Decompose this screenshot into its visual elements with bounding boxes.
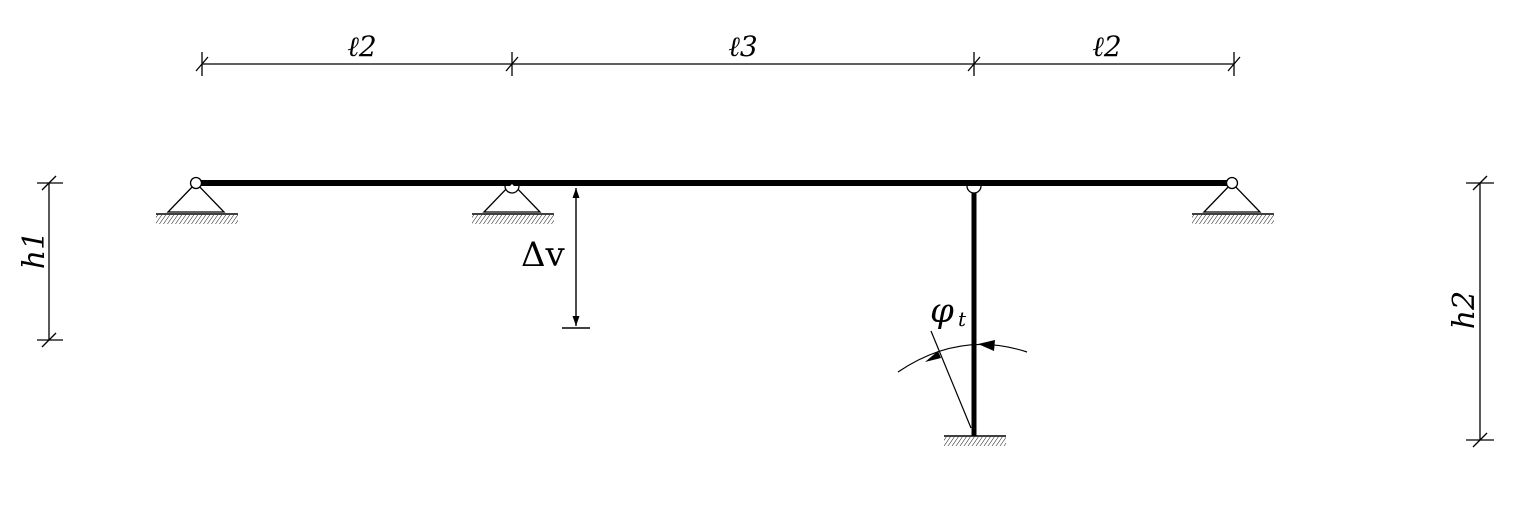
span-left-label: ℓ2 [347,30,376,63]
dim-tick [1227,56,1241,72]
span-middle-label: ℓ3 [728,30,757,63]
span-right-label: ℓ2 [1092,30,1121,63]
hinge-right [1225,176,1239,190]
h2-dimension-line [1466,175,1494,448]
hinge-column-top [966,185,982,194]
rotation-label: φ [930,291,954,331]
rotation-indicator [897,330,1028,429]
middle-support [472,182,554,224]
left-pin-support [156,176,238,224]
h2-label: h2 [1447,291,1482,329]
right-pin-support [1192,176,1274,224]
dim-tick [505,56,519,72]
displacement-text: Δv [521,235,566,275]
h1-dimension-line [37,175,63,348]
dim-tick [967,56,981,72]
h1-label: h1 [17,231,52,269]
displacement-label: Δv [521,235,566,275]
dim-tick [195,56,209,72]
displacement-arrow [562,188,590,329]
fixed-base [944,435,1006,446]
hinge-left [189,176,203,190]
rotation-subscript: t [958,307,967,331]
top-dimension-line [195,52,1241,76]
rotation-symbol: φ [930,291,954,331]
